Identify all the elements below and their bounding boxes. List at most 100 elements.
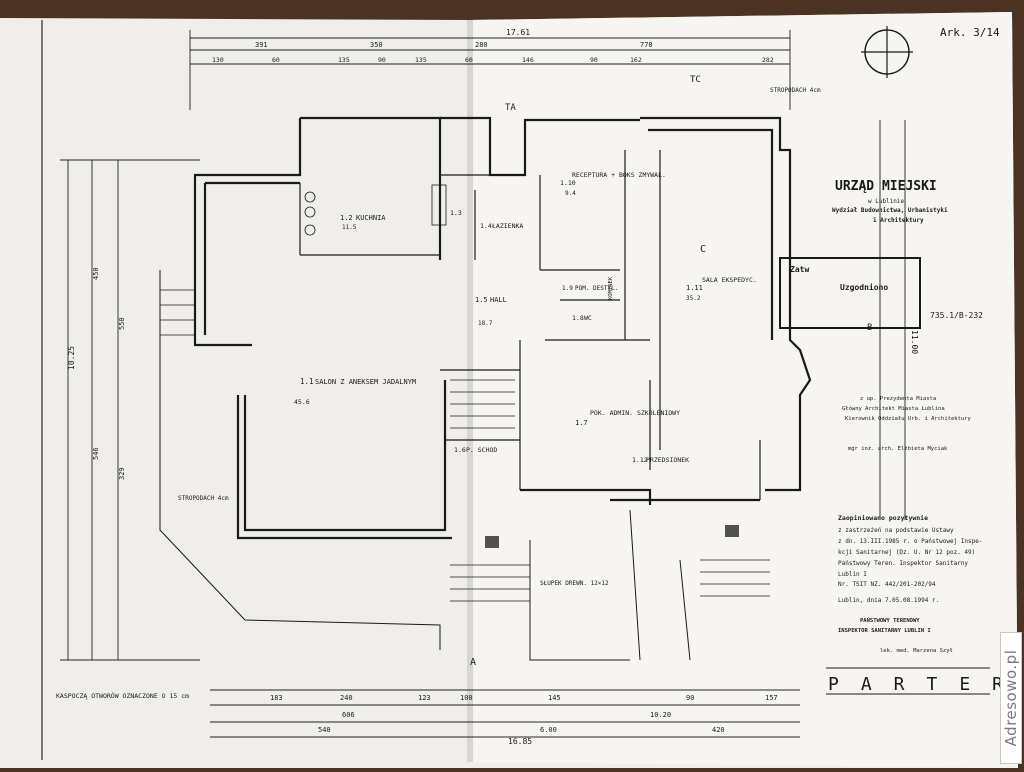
dim-top-r2-2: 60 bbox=[272, 56, 280, 64]
approval-stamp: Zatw Uzgodniono 735.1/B-232 z up. Prezyd… bbox=[779, 257, 983, 452]
watermark-text: Adresowo.pl bbox=[1002, 649, 1020, 747]
bottom-dimension-lines bbox=[210, 689, 800, 738]
room-1-10-area: 9.4 bbox=[565, 190, 576, 197]
approval-note3: Kierownik Oddziału Urb. i Architektury bbox=[845, 416, 972, 422]
dim-left-1: 450 bbox=[92, 267, 100, 280]
dim-top-r2-7: 60 bbox=[465, 56, 473, 64]
room-1-9-name: POM. DESTYL. bbox=[575, 285, 618, 292]
left-dimension-lines bbox=[60, 159, 200, 661]
scale-note: KASPOCZĄ OTWORÓW OZNACZONE O 15 cm bbox=[56, 691, 189, 700]
urzad-miejski-stamp: URZĄD MIEJSKI w Lublinie Wydział Budowni… bbox=[832, 179, 948, 224]
room-1-6-name: P. SCHOD bbox=[466, 446, 497, 454]
dim-bottom-606: 606 bbox=[342, 711, 355, 719]
room-1-2-name: KUCHNIA bbox=[356, 214, 386, 222]
room-1-10-name: RECEPTURA + BOKS ZMYWAL. bbox=[572, 171, 666, 179]
approval-note: z up. Prezydenta Miasta bbox=[860, 396, 936, 402]
sanepid-number: Nr. TSIT NZ. 442/201-202/94 bbox=[838, 581, 936, 588]
dim-left-4: 329 bbox=[118, 467, 126, 480]
sanepid-footer1: PAŃSTWOWY TERENOWY bbox=[860, 616, 920, 624]
approval-line1: Zatw bbox=[790, 265, 809, 274]
stamp-urzad-title: URZĄD MIEJSKI bbox=[835, 179, 937, 194]
dim-left-2: 546 bbox=[92, 447, 100, 460]
compass-north-icon bbox=[861, 26, 913, 78]
dim-bottom-1020: 10.20 bbox=[650, 711, 671, 719]
dim-bottom-2: 240 bbox=[340, 694, 353, 702]
room-1-1-id: 1.1 bbox=[300, 377, 314, 386]
watermark-badge: Adresowo.pl bbox=[1000, 632, 1022, 764]
right-dimension-lines bbox=[879, 120, 906, 520]
dim-top-r2-13: 162 bbox=[630, 56, 642, 64]
top-dimension-lines bbox=[189, 30, 791, 110]
dim-top-r2-10: 146 bbox=[522, 56, 534, 64]
section-a-bottom: A bbox=[470, 657, 476, 668]
dim-bottom-3: 123 bbox=[418, 694, 431, 702]
slupek-label: SŁUPEK DREWN. 12×12 bbox=[540, 580, 609, 587]
dim-bottom-600: 6.00 bbox=[540, 726, 557, 734]
room-1-11-area: 35.2 bbox=[686, 295, 701, 302]
approval-ref: 735.1/B-232 bbox=[930, 311, 983, 320]
room-1-1-name: SALON Z ANEKSEM JADALNYM bbox=[315, 378, 416, 386]
room-1-2-area: 11.5 bbox=[342, 224, 357, 231]
dim-left-overall: 10.25 bbox=[67, 346, 76, 370]
room-1-1-area: 45.6 bbox=[294, 398, 310, 406]
interior-walls bbox=[299, 150, 761, 500]
dim-top-3: 280 bbox=[475, 41, 488, 49]
dim-top-r2-12: 90 bbox=[590, 56, 598, 64]
dim-bottom-11: 90 bbox=[686, 694, 694, 702]
sanepid-sign: lek. med. Marzena Szył bbox=[880, 648, 953, 654]
room-1-5-area: 18.7 bbox=[478, 320, 493, 327]
dim-top-2: 350 bbox=[370, 41, 383, 49]
elevation-ta-top: TA bbox=[505, 103, 516, 113]
dim-top-overall: 17.61 bbox=[506, 28, 530, 37]
approval-line2: Uzgodniono bbox=[840, 282, 888, 292]
sanepid-stamp: Zaopiniowano pozytywnie z zastrzeżeń na … bbox=[838, 514, 983, 654]
sanepid-date: Lublin, dnia 7.05.08.1994 r. bbox=[838, 597, 939, 604]
stamp-urzad-city: w Lublinie bbox=[868, 198, 905, 205]
stamp-urzad-dept2: i Architektury bbox=[873, 217, 924, 224]
stropodach-top-label: STROPODACH 4cm bbox=[770, 87, 821, 94]
room-1-10-id: 1.10 bbox=[560, 179, 576, 187]
room-1-5-id: 1.5 bbox=[475, 296, 488, 304]
dim-top-r2-4: 90 bbox=[378, 56, 386, 64]
room-1-11-id: 1.11 bbox=[686, 284, 703, 292]
sanepid-line3: z dn. 13.III.1985 r. o Państwowej Inspe- bbox=[838, 538, 983, 545]
dim-right-overall: 11.00 bbox=[910, 330, 919, 354]
approval-note2: Główny Architekt Miasta Lublina bbox=[842, 405, 945, 412]
room-1-4-name: ŁAZIENKA bbox=[491, 222, 523, 230]
dim-top-r2-15: 282 bbox=[762, 56, 774, 64]
room-1-6-id: 1.6 bbox=[454, 446, 466, 454]
sanepid-line2: z zastrzeżeń na podstawie Ustawy bbox=[838, 527, 954, 534]
dim-bottom-420: 420 bbox=[712, 726, 725, 734]
dim-top-1: 391 bbox=[255, 41, 268, 49]
stropodach-left-label: STROPODACH 4cm bbox=[178, 495, 229, 502]
exterior-walls bbox=[193, 116, 812, 540]
sanepid-line4: kcji Sanitarnej (Dz. U. Nr 12 poz. 49) bbox=[838, 549, 975, 556]
room-1-9-id: 1.9 bbox=[562, 285, 573, 292]
chimney-mark bbox=[485, 536, 499, 548]
dim-top-r2-0: 130 bbox=[212, 56, 224, 64]
dim-top-4: 770 bbox=[640, 41, 653, 49]
elevation-tc-top: TC bbox=[690, 75, 701, 85]
stamp-urzad-dept1: Wydział Budownictwa, Urbanistyki bbox=[832, 207, 948, 214]
dim-bottom-1: 183 bbox=[270, 694, 283, 702]
approval-signatory: mgr inż. arch. Elżbieta Myciak bbox=[848, 446, 948, 452]
dim-bottom-540: 540 bbox=[318, 726, 331, 734]
dim-bottom-7: 145 bbox=[548, 694, 561, 702]
room-1-3-id: 1.3 bbox=[450, 209, 462, 217]
sheet-title: PARTER bbox=[828, 674, 1024, 695]
dim-top-r2-5: 135 bbox=[415, 56, 427, 64]
stairs bbox=[160, 289, 770, 602]
sanepid-line6: Lublin I bbox=[838, 571, 867, 578]
dim-left-3: 550 bbox=[118, 317, 126, 330]
room-1-8-name: WC bbox=[584, 314, 592, 322]
dim-bottom-4: 100 bbox=[460, 694, 473, 702]
sanepid-line1: Zaopiniowano pozytywnie bbox=[838, 514, 928, 522]
entrance-outline bbox=[529, 540, 630, 661]
room-1-12-id: 1.12 bbox=[632, 456, 648, 464]
room-1-7-id: 1.7 bbox=[575, 419, 588, 427]
room-1-5-name: HALL bbox=[490, 296, 507, 304]
sanepid-line5: Państwowy Teren. Inspektor Sanitarny bbox=[838, 560, 968, 567]
room-1-2-id: 1.2 bbox=[340, 214, 353, 222]
